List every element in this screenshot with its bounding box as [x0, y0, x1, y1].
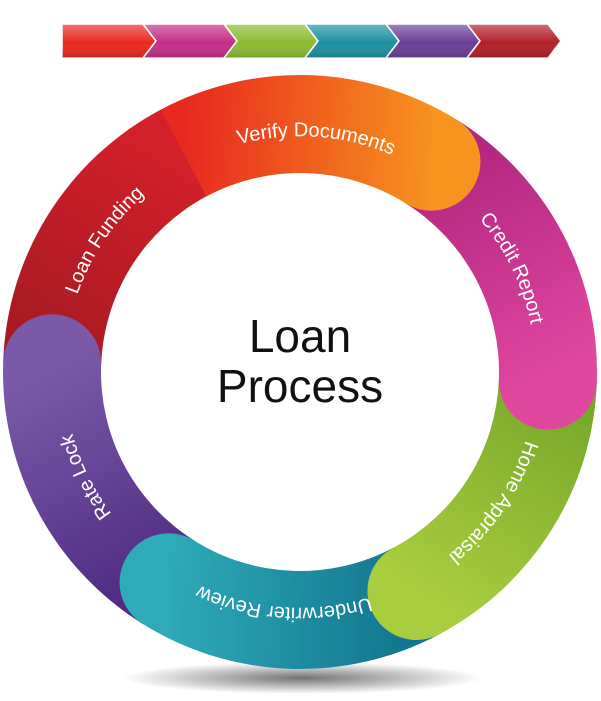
chevron-gloss-6 [467, 24, 561, 58]
ring-segment-1 [160, 74, 481, 211]
process-ring [2, 74, 598, 669]
center-title: Loan Process [217, 310, 383, 412]
progress-chevron-strip [61, 23, 562, 59]
ring-segment-6 [3, 104, 233, 366]
ring-shadow [122, 662, 482, 694]
center-title-line-2: Process [217, 360, 383, 412]
chevron-gloss-3 [224, 24, 318, 58]
chevron-gloss-5 [386, 24, 480, 58]
chevron-gloss-1 [62, 24, 156, 58]
chevron-gloss-4 [305, 24, 399, 58]
chevron-gloss-2 [143, 24, 237, 58]
ring-segment-4 [119, 533, 440, 669]
ring-segment-3 [367, 378, 597, 640]
center-title-line-1: Loan [249, 310, 351, 362]
